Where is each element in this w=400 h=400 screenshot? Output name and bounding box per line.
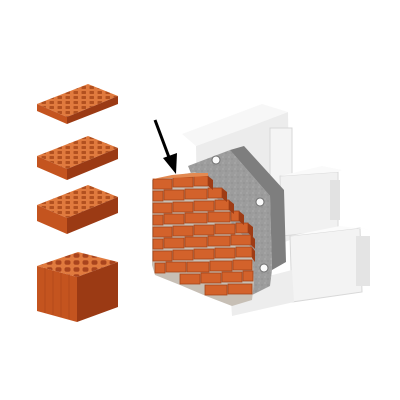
brick-sample-4 <box>37 252 118 322</box>
brick-sample-2 <box>37 136 118 180</box>
brick-sample-3 <box>37 185 118 234</box>
arrow-down-right-icon <box>153 119 177 174</box>
brick-sample-1 <box>37 84 118 124</box>
brick-facing-wall <box>152 172 255 306</box>
